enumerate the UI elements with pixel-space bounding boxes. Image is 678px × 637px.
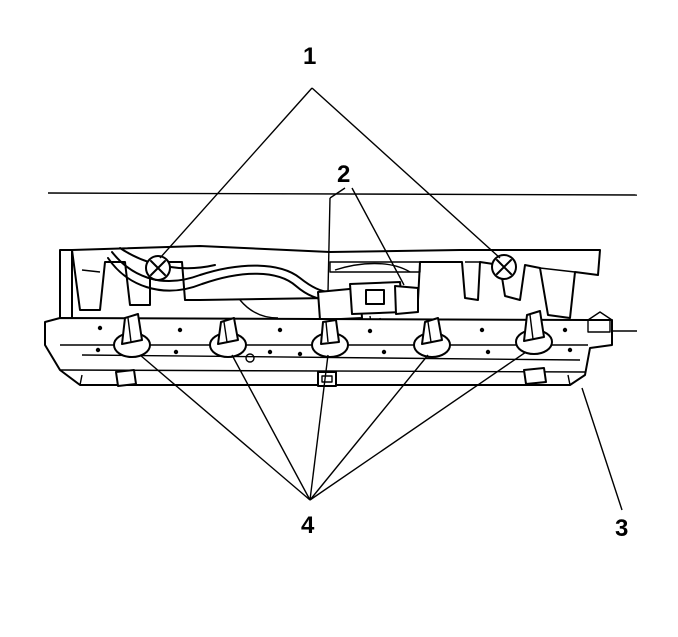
control-knob-1 — [113, 313, 151, 358]
control-knob-3 — [311, 319, 349, 358]
leader-lines — [139, 87, 623, 511]
electrical-connector — [317, 281, 419, 352]
control-knob-2 — [209, 317, 247, 358]
screw-left — [145, 255, 171, 281]
callout-1-label: 1 — [303, 43, 316, 70]
control-knob-4 — [413, 317, 451, 358]
panel-pin-holes — [95, 325, 573, 363]
callout-2-label: 2 — [337, 161, 350, 188]
callout-4-label: 4 — [301, 512, 315, 539]
screw-right — [491, 254, 517, 280]
callout-3-label: 3 — [615, 515, 628, 542]
rear-bracket — [59, 245, 601, 321]
control-knob-5 — [515, 310, 553, 355]
